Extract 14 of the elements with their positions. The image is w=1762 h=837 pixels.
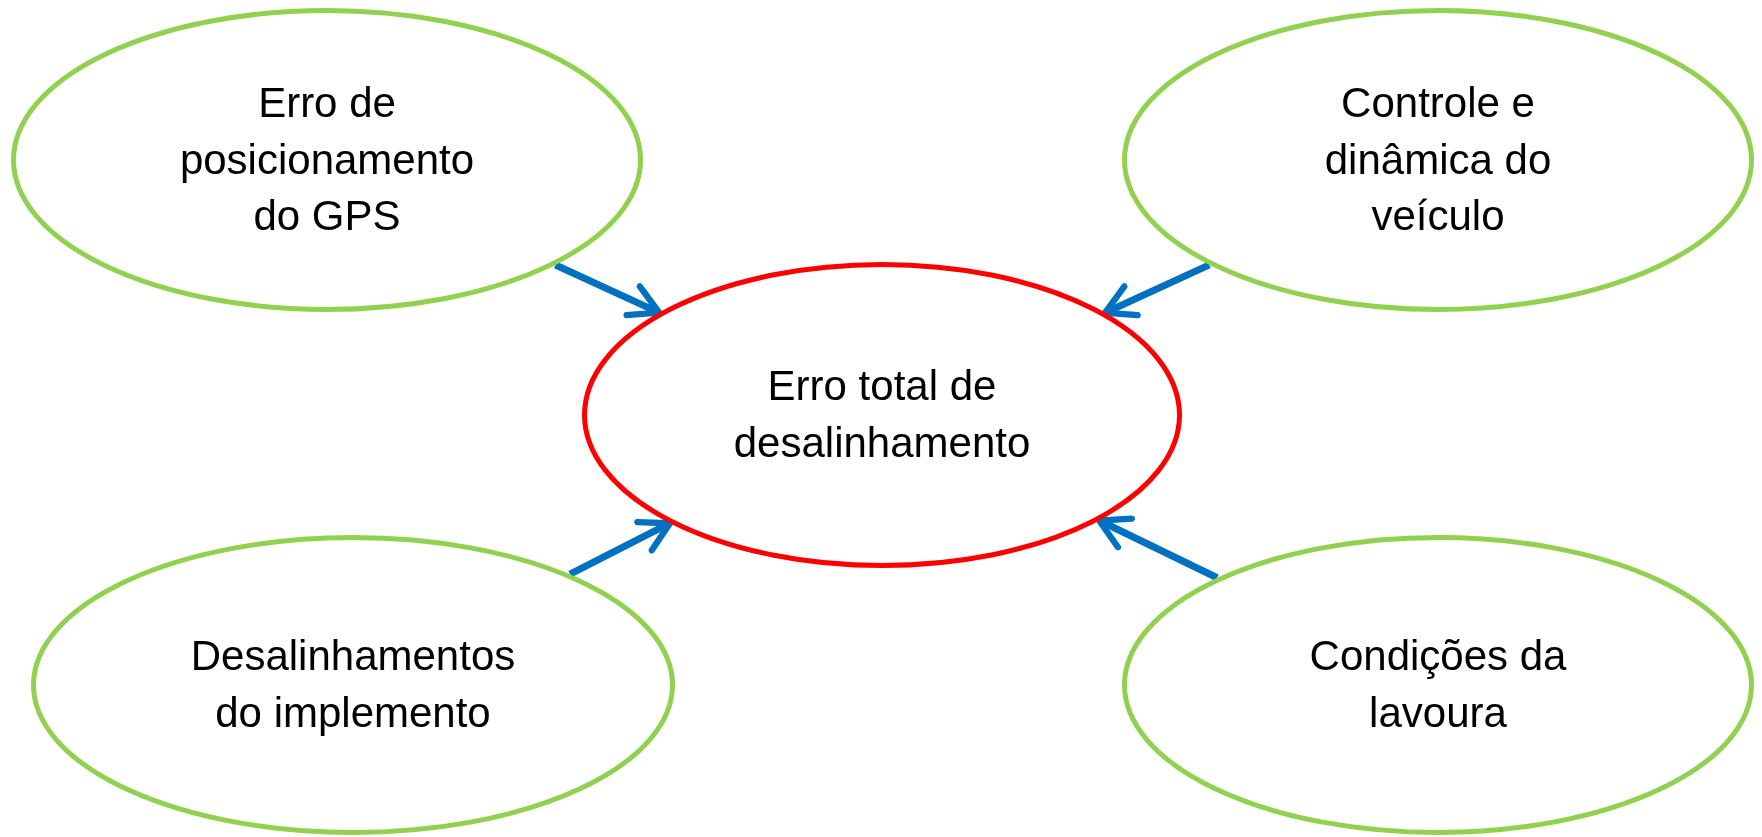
node-label: Erro de posicionamento do GPS: [178, 77, 476, 242]
arrow: [554, 261, 663, 319]
node-label: Erro total de desalinhamento: [732, 361, 1032, 468]
ellipse-node: [1122, 8, 1754, 312]
arrow: [1101, 261, 1211, 319]
ellipse-node: [582, 262, 1182, 568]
arrow: [1096, 515, 1219, 581]
arrow: [568, 518, 674, 578]
ellipse-node: [31, 535, 675, 835]
node-label: Controle e dinâmica do veículo: [1323, 77, 1553, 242]
ellipse-node: [11, 8, 643, 312]
node-label: Condições da lavoura: [1308, 631, 1568, 738]
ellipse-node: [1122, 535, 1754, 835]
node-label: Desalinhamentos do implemento: [189, 631, 517, 738]
